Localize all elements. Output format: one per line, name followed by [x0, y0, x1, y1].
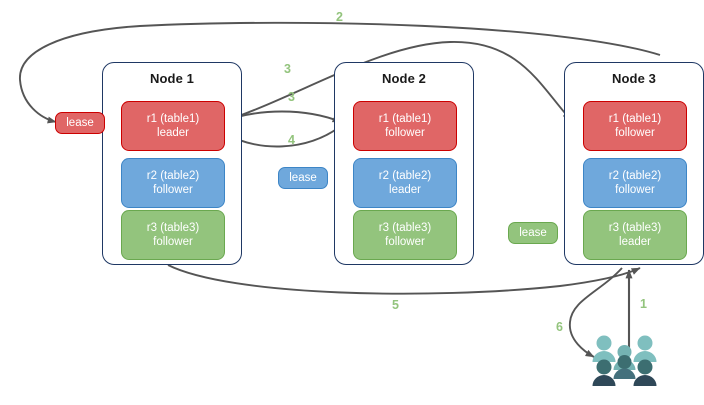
node-3-replica-r2[interactable]: r2 (table2) follower: [583, 158, 687, 208]
node-3-container[interactable]: Node 3 r1 (table1) follower r2 (table2) …: [564, 62, 704, 265]
replica-line-1: r2 (table2): [378, 170, 432, 182]
node-3-replica-r1[interactable]: r1 (table1) follower: [583, 101, 687, 151]
edge-3-upper-path: [221, 41, 572, 123]
person-front-right: [633, 359, 657, 386]
edge-5-path: [167, 264, 641, 295]
replica-line-2: follower: [385, 236, 425, 248]
node-2-replica-r2[interactable]: r2 (table2) leader: [353, 158, 457, 208]
replica-line-1: r1 (table1): [378, 113, 432, 125]
node-2-container[interactable]: Node 2 r1 (table1) follower r2 (table2) …: [334, 62, 474, 265]
edge-label-3a: 3: [284, 62, 291, 76]
replica-line-2: leader: [619, 236, 651, 248]
lease-badge-r2[interactable]: lease: [278, 167, 328, 189]
replica-line-2: follower: [153, 184, 193, 196]
node-1-title: Node 1: [150, 71, 194, 86]
replica-line-1: r2 (table2): [608, 170, 662, 182]
node-1-replica-r2[interactable]: r2 (table2) follower: [121, 158, 225, 208]
node-1-replica-r1[interactable]: r1 (table1) leader: [121, 101, 225, 151]
replica-line-1: r2 (table2): [146, 170, 200, 182]
replica-line-1: r1 (table1): [608, 113, 662, 125]
node-2-replica-r3[interactable]: r3 (table3) follower: [353, 210, 457, 260]
node-1-container[interactable]: Node 1 r1 (table1) leader r2 (table2) fo…: [102, 62, 242, 265]
node-2-title: Node 2: [382, 71, 426, 86]
lease-badge-r3[interactable]: lease: [508, 222, 558, 244]
person-center-front: [613, 355, 636, 379]
replica-line-2: leader: [389, 184, 421, 196]
replica-line-1: r3 (table3): [608, 222, 662, 234]
replica-line-2: follower: [615, 184, 655, 196]
person-back-right: [633, 335, 657, 362]
replica-line-1: r3 (table3): [378, 222, 432, 234]
lease-badge-r1[interactable]: lease: [55, 112, 105, 134]
node-3-title: Node 3: [612, 71, 656, 86]
replica-line-1: r1 (table1): [146, 113, 200, 125]
edge-label-4: 4: [288, 133, 295, 147]
edge-2-path: [19, 21, 661, 124]
replica-line-2: follower: [153, 236, 193, 248]
people-icon[interactable]: [590, 334, 660, 394]
node-2-replica-r1[interactable]: r1 (table1) follower: [353, 101, 457, 151]
replica-line-2: leader: [157, 127, 189, 139]
edge-label-2: 2: [336, 10, 343, 24]
edge-6-path: [569, 267, 623, 358]
edge-label-1: 1: [640, 297, 647, 311]
edge-label-5: 5: [392, 298, 399, 312]
node-3-replica-r3[interactable]: r3 (table3) leader: [583, 210, 687, 260]
edge-label-3b: 3: [288, 90, 295, 104]
replica-line-1: r3 (table3): [146, 222, 200, 234]
person-back-left: [592, 335, 616, 362]
replica-line-2: follower: [615, 127, 655, 139]
person-front-left: [592, 359, 616, 386]
replica-line-2: follower: [385, 127, 425, 139]
node-1-replica-r3[interactable]: r3 (table3) follower: [121, 210, 225, 260]
edge-label-6: 6: [556, 320, 563, 334]
